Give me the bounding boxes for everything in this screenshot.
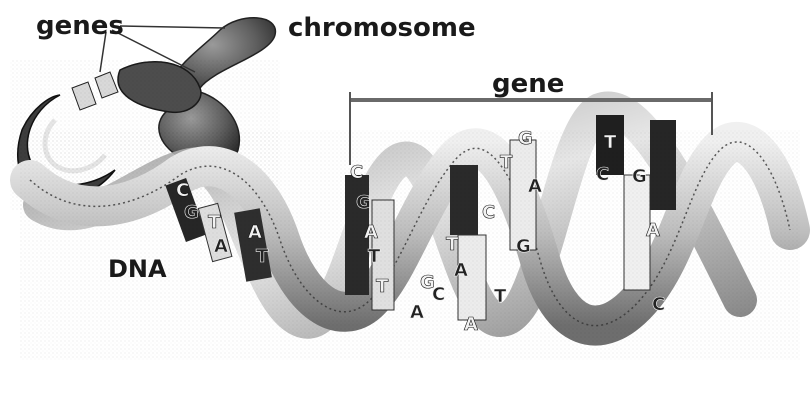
- base-letter: A: [528, 176, 542, 197]
- base-letter: A: [214, 236, 228, 257]
- base-letter: A: [364, 222, 378, 243]
- base-letter: T: [376, 276, 389, 297]
- base-letter: T: [208, 212, 221, 233]
- base-letter: C: [652, 294, 665, 315]
- chromosome-label: chromosome: [288, 13, 476, 43]
- base-letter: G: [518, 128, 533, 149]
- base-letter: A: [454, 260, 468, 281]
- base-letter: T: [256, 246, 269, 267]
- base-letter: T: [368, 246, 381, 267]
- base-letter: T: [446, 234, 459, 255]
- base-letter: G: [632, 166, 647, 187]
- base-letter: G: [356, 192, 371, 213]
- gene-label: gene: [492, 69, 564, 99]
- base-letter: A: [646, 220, 660, 241]
- base-letter: C: [176, 180, 189, 201]
- base-letter: A: [464, 314, 478, 335]
- base-letter: G: [516, 236, 531, 257]
- base-letter: A: [248, 222, 262, 243]
- genes-label: genes: [36, 11, 124, 41]
- base-letter: C: [596, 164, 609, 185]
- base-letter: G: [184, 202, 199, 223]
- base-letter: C: [482, 202, 495, 223]
- base-letter: C: [432, 284, 445, 305]
- base-letter: T: [500, 152, 513, 173]
- base-letter: T: [604, 132, 617, 153]
- base-letter: C: [350, 162, 363, 183]
- dna-label: DNA: [108, 255, 167, 283]
- base-letter: T: [494, 286, 507, 307]
- base-letter: A: [410, 302, 424, 323]
